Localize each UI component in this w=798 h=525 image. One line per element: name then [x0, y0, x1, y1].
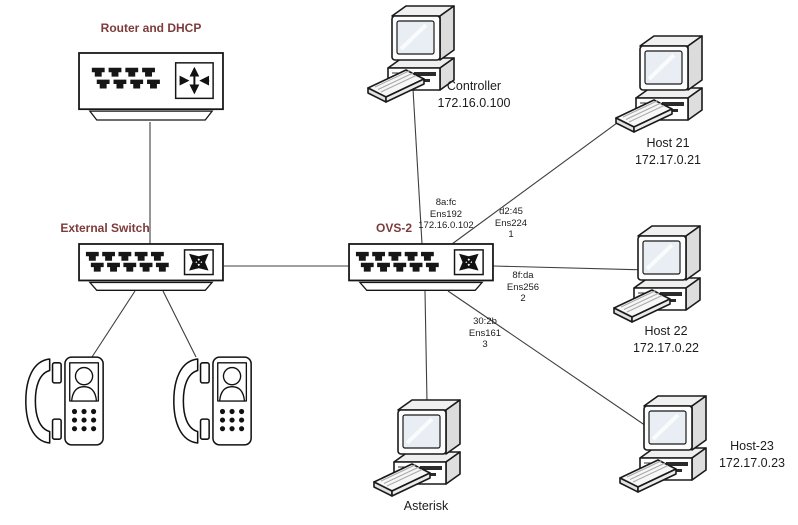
link-ovs2-to-host23 [447, 290, 653, 431]
desktop-computer-icon [614, 30, 714, 140]
desktop-computer-icon [372, 394, 472, 504]
ens256-mac: 8f:da [512, 270, 534, 281]
link-label-ens256: 8f:da Ens256 2 [493, 270, 553, 305]
ens256-port: 2 [520, 293, 526, 304]
ovs2-title: OVS-2 [375, 221, 412, 235]
ens161-port: 3 [482, 339, 488, 350]
video-phone-icon [170, 354, 254, 448]
controller-label: Controller 172.16.0.100 [412, 78, 536, 112]
host23-label: Host-23 172.17.0.23 [690, 438, 798, 472]
router-title: Router and DHCP [100, 21, 202, 35]
ens192-mac: 8a:fc [435, 197, 457, 208]
switch-icon [348, 243, 494, 292]
host23-ip: 172.17.0.23 [718, 456, 786, 470]
desktop-computer-icon [612, 220, 712, 330]
link-external-switch-to-phone-2 [162, 290, 197, 358]
ens224-port: 1 [508, 229, 514, 240]
asterisk-label: Asterisk [364, 498, 488, 515]
link-ovs2-to-host22 [492, 265, 651, 271]
switch-icon [78, 243, 224, 292]
controller-ip: 172.16.0.100 [437, 96, 511, 110]
ens161-mac: 30:2b [473, 316, 497, 327]
asterisk-name: Asterisk [403, 499, 449, 513]
ens224-mac: d2:45 [499, 206, 523, 217]
host22-name: Host 22 [644, 324, 688, 338]
link-external-switch-to-phone-1 [91, 290, 136, 358]
host22-ip: 172.17.0.22 [632, 341, 700, 355]
link-label-ens224: d2:45 Ens224 1 [481, 206, 541, 241]
host21-label: Host 21 172.17.0.21 [606, 135, 730, 169]
ens224-interface: Ens224 [494, 217, 528, 229]
link-ovs2-to-controller [412, 88, 423, 245]
ens192-ip: 172.16.0.102 [418, 220, 474, 231]
host23-name: Host-23 [730, 439, 774, 453]
router-icon [78, 52, 224, 123]
ens161-interface: Ens161 [468, 327, 502, 339]
link-ovs2-to-host21 [451, 111, 633, 245]
link-label-ens192: 8a:fc Ens192 172.16.0.102 [406, 197, 486, 232]
link-ovs2-to-asterisk [424, 290, 428, 403]
ens192-interface: Ens192 [429, 208, 463, 220]
host22-label: Host 22 172.17.0.22 [604, 323, 728, 357]
external-switch-title: External Switch [60, 221, 150, 235]
host21-name: Host 21 [646, 136, 690, 150]
host21-ip: 172.17.0.21 [634, 153, 702, 167]
ens256-interface: Ens256 [506, 281, 540, 293]
link-label-ens161: 30:2b Ens161 3 [455, 316, 515, 351]
controller-name: Controller [446, 79, 502, 93]
video-phone-icon [22, 354, 106, 448]
